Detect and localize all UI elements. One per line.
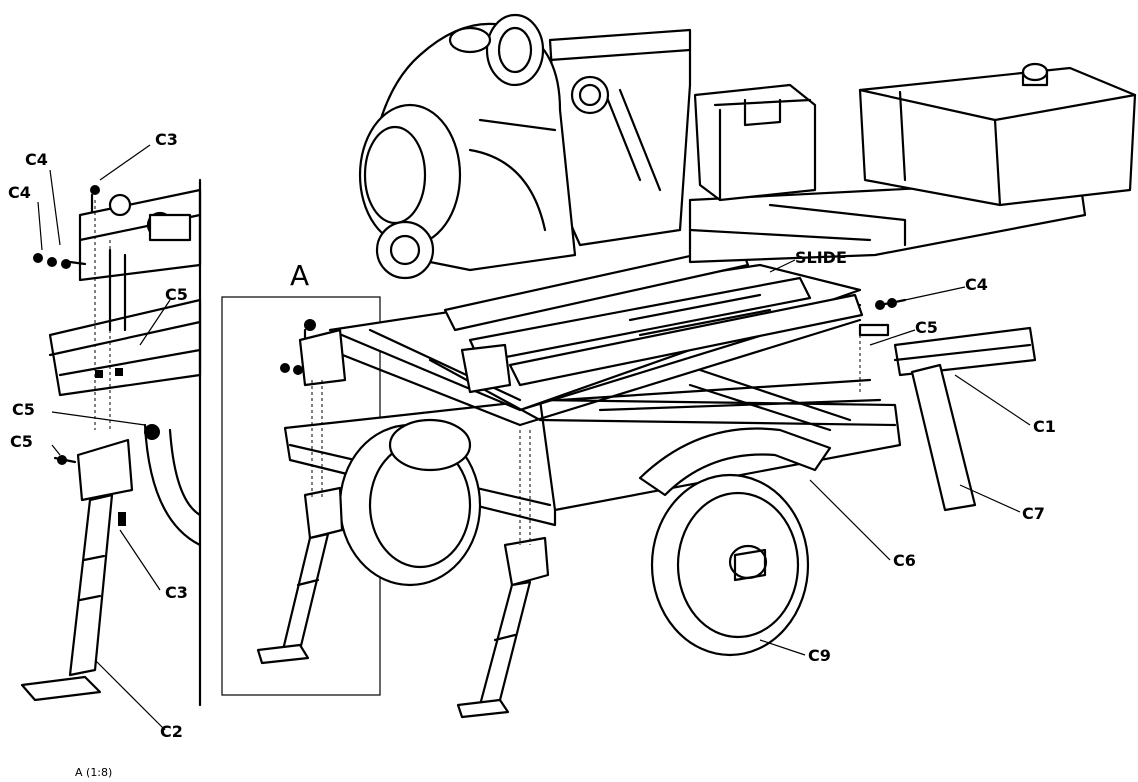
detail-view-a xyxy=(20,178,202,707)
detail-leaders xyxy=(37,144,171,731)
detail-scale-caption: A (1:8) xyxy=(75,766,112,779)
callout-c5-main: C5 xyxy=(915,318,938,337)
callout-c5-detail-mid: C5 xyxy=(12,400,35,419)
detail-view-label: A xyxy=(290,259,309,292)
callout-c5-detail-upper: C5 xyxy=(165,285,188,304)
callout-c7: C7 xyxy=(1022,504,1045,523)
callout-c1: C1 xyxy=(1033,417,1056,436)
callout-c2: C2 xyxy=(160,722,183,741)
callout-slide: SLIDE xyxy=(795,248,847,267)
trailer-assembly xyxy=(256,13,1137,719)
callout-c4-detail-upper: C4 xyxy=(25,150,48,169)
main-leaders xyxy=(759,259,1031,656)
callout-c4-main: C4 xyxy=(965,275,988,294)
callout-c3-bottom: C3 xyxy=(165,583,188,602)
callout-c6: C6 xyxy=(893,551,916,570)
callout-c4-detail-lower: C4 xyxy=(8,183,31,202)
callout-c5-detail-lower: C5 xyxy=(10,432,33,451)
callout-c9: C9 xyxy=(808,646,831,665)
callout-c3-top: C3 xyxy=(155,130,178,149)
